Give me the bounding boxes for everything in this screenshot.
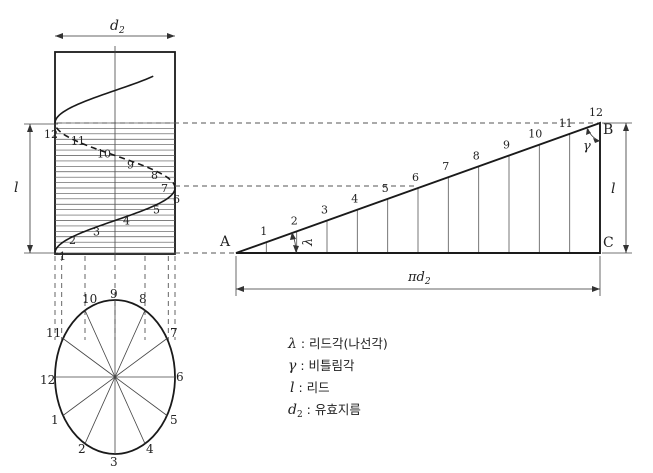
circle-point-label: 12 <box>40 373 55 387</box>
gamma-symbol: γ <box>583 139 591 154</box>
circle-point-label: 9 <box>110 287 118 301</box>
circle-point-label: 4 <box>146 442 154 456</box>
circle-spoke <box>114 310 146 378</box>
helix-point-label: 6 <box>173 193 180 206</box>
circle-point-label: 2 <box>78 442 86 456</box>
circle-point-label: 8 <box>139 292 147 306</box>
helix-point-label: 8 <box>151 169 158 182</box>
helix-curve-front <box>54 75 176 254</box>
triangle-point-label: 5 <box>382 182 389 195</box>
lead-label-left: l <box>14 180 18 196</box>
circle-spoke <box>114 338 168 378</box>
lead-dimension-right: l <box>602 122 632 254</box>
triangle-point-label: 11 <box>559 117 573 130</box>
helix-point-label: 4 <box>123 215 130 228</box>
triangle-point-label: 9 <box>503 139 510 152</box>
pi-d2-label: πd2 <box>407 270 431 287</box>
lambda-symbol: λ <box>301 238 316 247</box>
point-B: B <box>603 122 613 138</box>
circle-spoke <box>114 376 146 444</box>
triangle-point-label: 1 <box>260 225 267 238</box>
circle-spoke <box>62 338 116 378</box>
helix-point-label: 11 <box>71 135 85 148</box>
circle-spokes <box>55 300 175 454</box>
triangle-point-label: 12 <box>589 106 603 119</box>
helix-point-label: 10 <box>97 148 111 161</box>
helix-point-label: 12 <box>44 128 58 141</box>
circle-point-label: 6 <box>176 370 184 384</box>
circle-point-label: 10 <box>82 292 97 306</box>
lead-dimension-left: l <box>14 123 58 254</box>
triangle-point-label: 7 <box>442 160 449 173</box>
d2-label: d2 <box>110 18 125 36</box>
circle-spoke <box>84 376 116 444</box>
circle-point-label: 7 <box>170 326 178 340</box>
d2-dimension: d2 <box>55 18 175 39</box>
helix-point-label: 9 <box>127 158 134 171</box>
helix-curve-back <box>54 122 176 189</box>
circle-spoke <box>62 376 116 416</box>
circle-spoke <box>114 376 168 416</box>
projection-lines-horizontal <box>57 122 600 254</box>
projection-lines-vertical <box>54 256 176 340</box>
triangle-outline <box>235 121 601 254</box>
legend-lambda: λ : 리드각(나선각) <box>287 336 388 352</box>
lead-hatch-lines <box>55 122 175 254</box>
legend-gamma: γ : 비틀림각 <box>288 358 355 374</box>
circle-point-label: 5 <box>170 413 178 427</box>
triangle-point-label: 4 <box>351 193 358 206</box>
helix-point-label: 2 <box>69 234 76 247</box>
helix-point-label: 3 <box>93 225 100 238</box>
triangle-point-label: 8 <box>473 149 480 162</box>
helix-point-label: 5 <box>153 204 160 217</box>
legend-lead: l : 리드 <box>290 380 330 396</box>
circle-point-label: 1 <box>51 413 59 427</box>
helix-point-label: 1 <box>59 250 66 263</box>
triangle-point-label: 3 <box>321 204 328 217</box>
triangle-division-lines <box>265 133 571 253</box>
helix-point-label: 7 <box>161 182 168 195</box>
legend-d2: d2 : 유효지름 <box>288 402 361 420</box>
triangle-point-label: 6 <box>412 171 419 184</box>
circle-point-label: 3 <box>110 455 118 469</box>
gamma-arc <box>587 128 601 142</box>
triangle-point-label: 10 <box>528 128 542 141</box>
legend: λ : 리드각(나선각) γ : 비틀림각 l : 리드 d2 : 유효지름 <box>287 336 388 420</box>
point-C: C <box>603 235 614 251</box>
point-A: A <box>219 234 231 250</box>
lead-label-right: l <box>611 181 615 197</box>
triangle-point-label: 2 <box>291 214 298 227</box>
circle-spoke <box>84 310 116 378</box>
circle-point-label: 11 <box>46 326 61 340</box>
pi-d2-dimension: πd2 <box>235 256 601 296</box>
